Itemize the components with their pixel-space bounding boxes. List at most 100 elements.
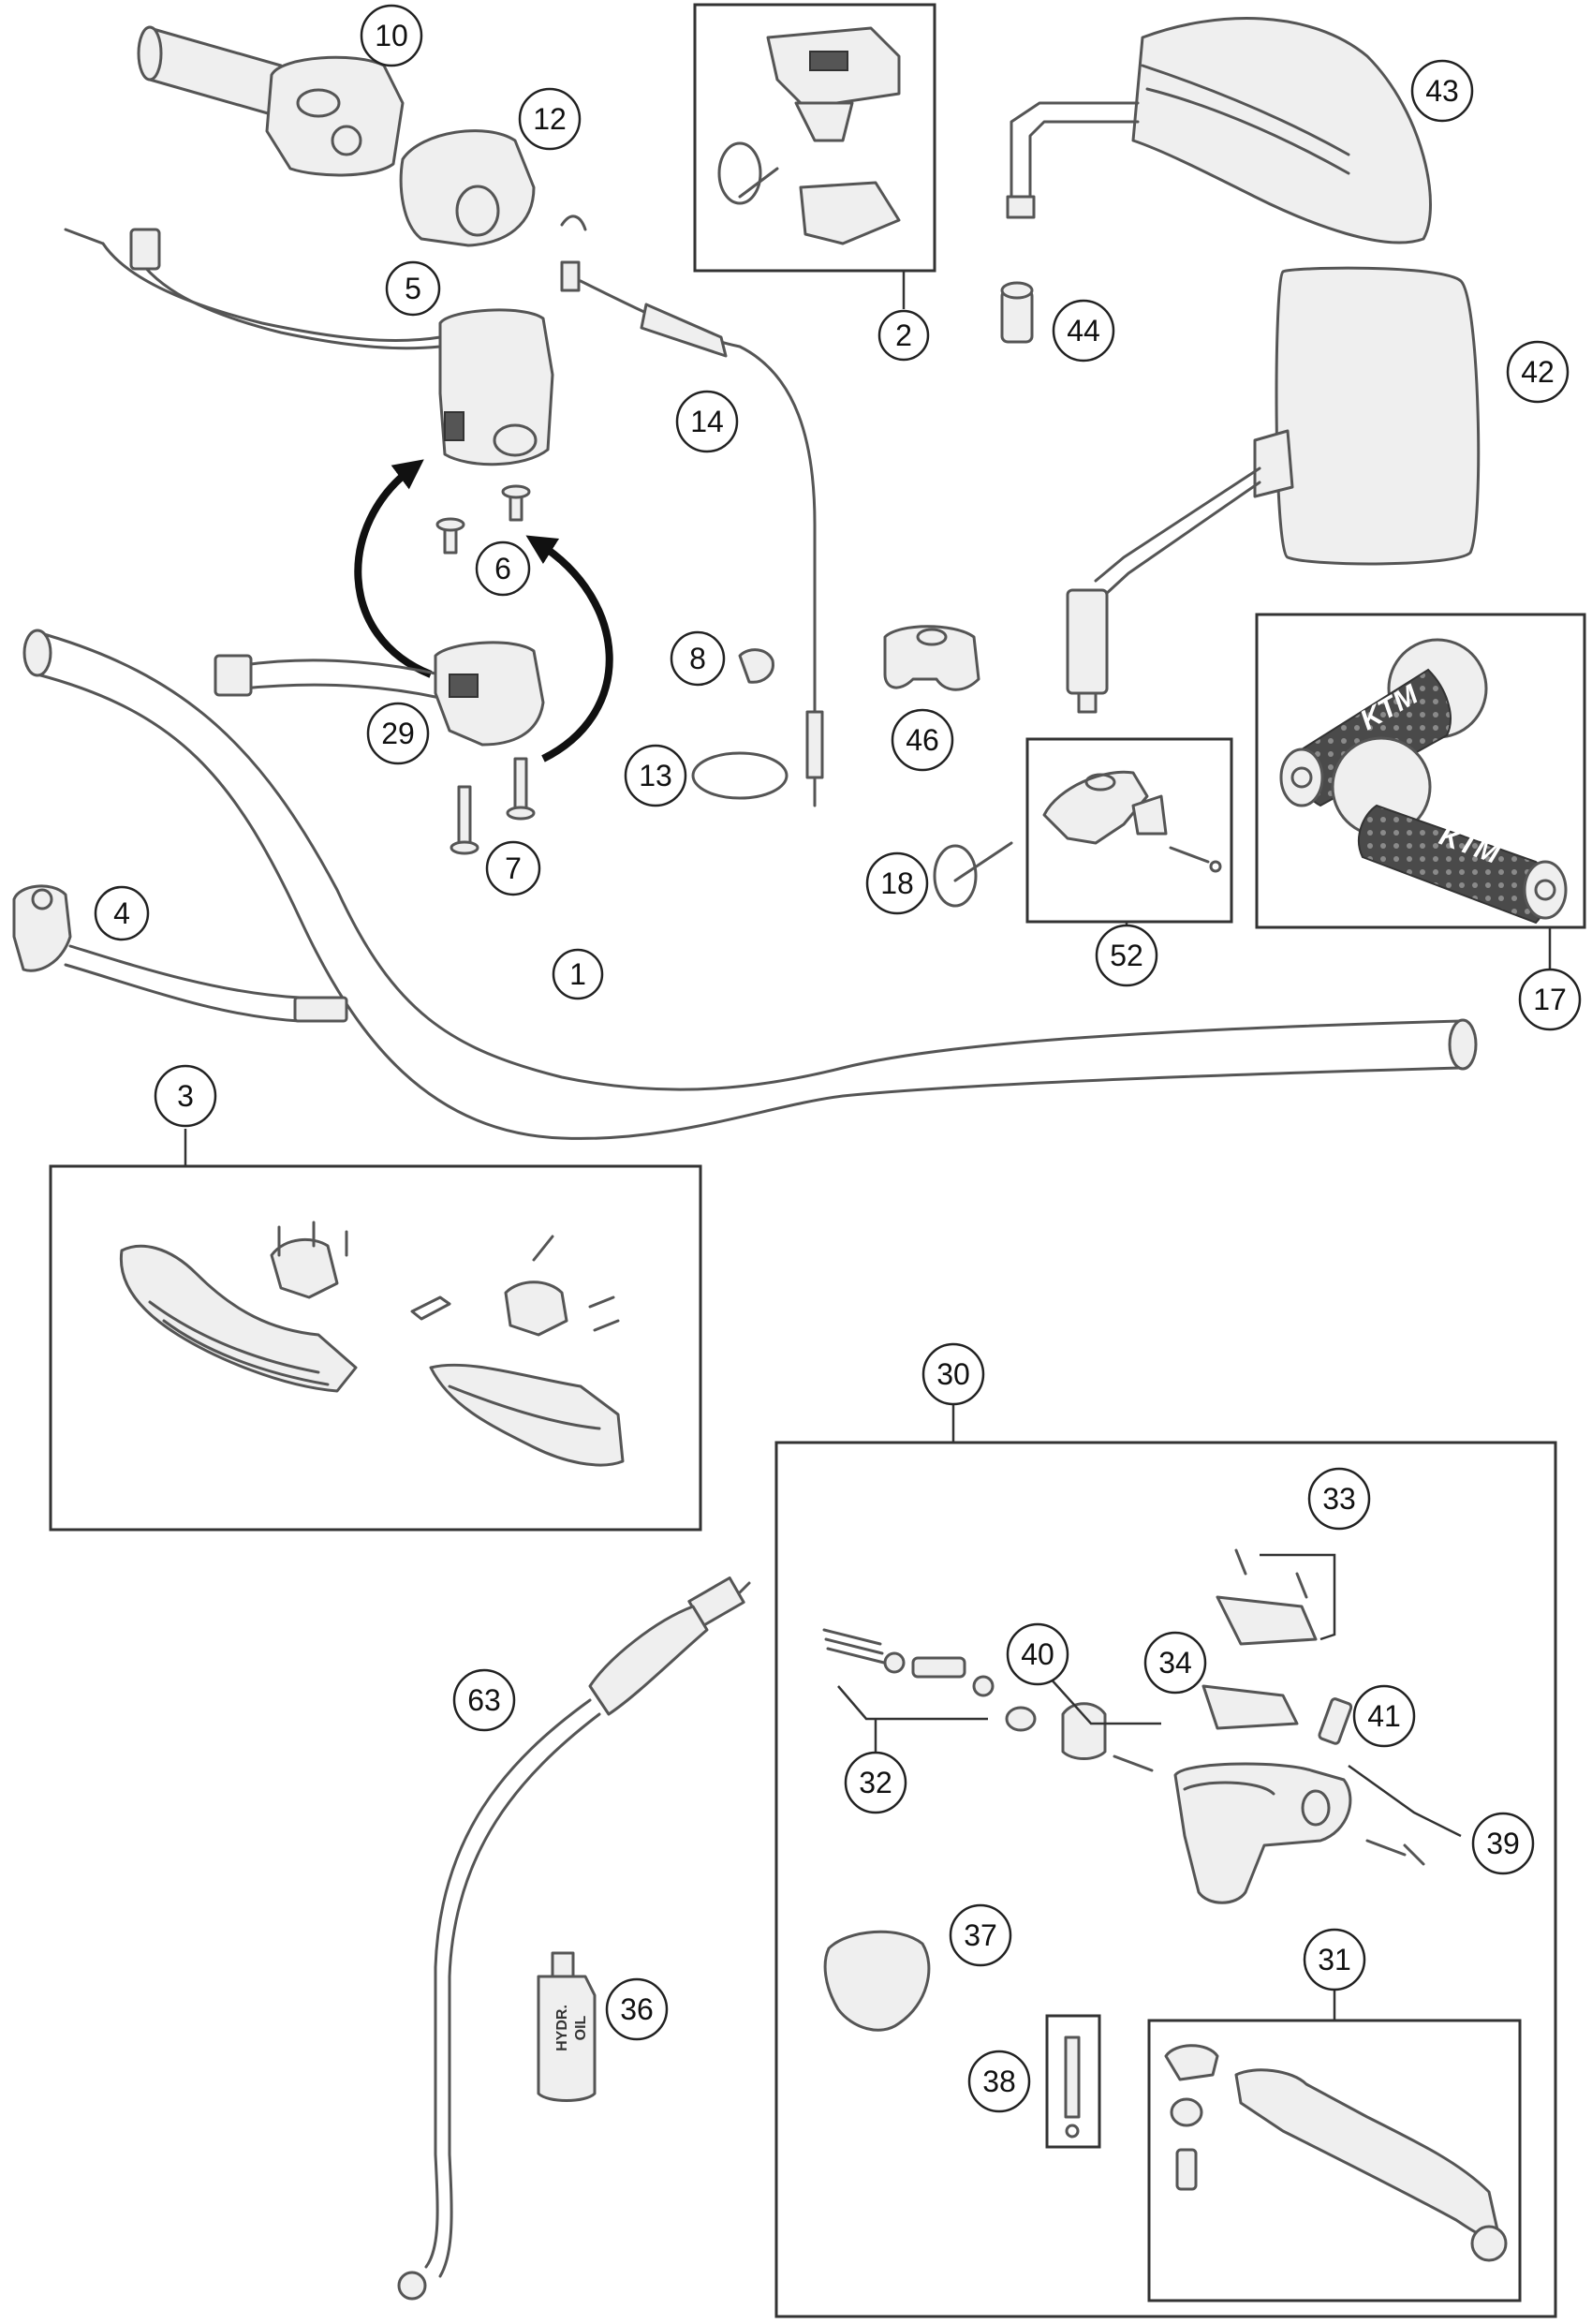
master-cylinder-box-30 — [774, 1405, 1557, 2318]
mirror-large — [1006, 17, 1432, 244]
piston-kit — [822, 1628, 1037, 1752]
callout-1-label: 1 — [569, 957, 586, 991]
callout-7-label: 7 — [505, 851, 522, 885]
screws-lower — [450, 757, 536, 855]
callout-3: 3 — [154, 1064, 217, 1128]
throttle-assembly — [137, 25, 405, 177]
screws-upper — [435, 484, 531, 555]
callout-5: 5 — [385, 260, 441, 317]
clutch-switch — [12, 884, 348, 1023]
callout-36-label: 36 — [620, 1992, 654, 2026]
callout-10-label: 10 — [375, 19, 408, 52]
callout-40: 40 — [1006, 1622, 1069, 1686]
callout-10: 10 — [360, 4, 423, 67]
callout-31-label: 31 — [1318, 1943, 1351, 1976]
boot-pin — [1048, 1676, 1161, 1772]
kit-box-2 — [693, 3, 936, 309]
callout-14: 14 — [675, 390, 739, 453]
grip-lower — [1331, 736, 1568, 925]
clamp-box-52 — [1025, 737, 1233, 946]
callout-63-label: 63 — [467, 1683, 501, 1717]
handlebar — [22, 629, 1478, 1140]
grips-box-17: KTM KTM — [1255, 613, 1586, 974]
callout-4-label: 4 — [113, 896, 130, 930]
callout-39: 39 — [1471, 1812, 1535, 1875]
callout-29-label: 29 — [381, 717, 415, 750]
callout-36: 36 — [605, 1977, 669, 2041]
callout-5-label: 5 — [405, 272, 421, 305]
mirror-adapter — [1000, 281, 1034, 344]
callout-12: 12 — [518, 87, 582, 151]
callout-43: 43 — [1410, 59, 1474, 123]
master-cylinder-body — [1173, 1762, 1352, 1904]
callout-6-label: 6 — [494, 552, 511, 585]
callout-41-label: 41 — [1367, 1699, 1401, 1733]
callout-30: 30 — [921, 1342, 985, 1406]
callout-33: 33 — [1307, 1467, 1371, 1531]
callout-29: 29 — [366, 702, 430, 765]
callout-39-label: 39 — [1486, 1827, 1520, 1860]
callout-18-label: 18 — [880, 866, 914, 900]
o-ring — [691, 751, 789, 800]
callout-1: 1 — [552, 948, 604, 1000]
handguards-box-3 — [49, 1129, 702, 1532]
bottle-label-line2: OIL — [573, 2015, 589, 2040]
callout-40-label: 40 — [1021, 1637, 1054, 1671]
mirror-rect — [1066, 266, 1481, 714]
brake-hose — [397, 1576, 751, 2301]
callout-18: 18 — [865, 851, 929, 915]
lever-pin — [1348, 1764, 1462, 1866]
callout-42-label: 42 — [1521, 355, 1555, 389]
callout-63: 63 — [452, 1668, 516, 1732]
callout-31: 31 — [1303, 1928, 1366, 1991]
callout-13-label: 13 — [639, 759, 672, 792]
callout-2-label: 2 — [895, 318, 912, 352]
callout-52-label: 52 — [1110, 939, 1143, 972]
callout-44-label: 44 — [1067, 314, 1100, 348]
callout-41: 41 — [1352, 1684, 1416, 1748]
callout-34: 34 — [1143, 1631, 1207, 1695]
callout-37-label: 37 — [964, 1918, 997, 1952]
callout-13: 13 — [624, 744, 687, 807]
cable-clip — [738, 648, 774, 684]
callout-7: 7 — [485, 840, 541, 896]
sleeve — [1318, 1697, 1353, 1745]
callout-32: 32 — [844, 1751, 907, 1814]
hydraulic-oil-bottle: HYDR. OIL — [537, 1951, 597, 2102]
assembly-arrows — [354, 459, 613, 762]
callout-38: 38 — [967, 2050, 1031, 2113]
callout-6: 6 — [475, 540, 531, 597]
callout-30-label: 30 — [936, 1357, 970, 1391]
callout-37: 37 — [949, 1903, 1012, 1967]
callout-33-label: 33 — [1322, 1482, 1356, 1516]
throttle-cable — [560, 215, 824, 807]
callout-46-label: 46 — [906, 723, 939, 757]
switch-lower — [214, 641, 545, 747]
callout-44: 44 — [1052, 299, 1115, 363]
callout-3-label: 3 — [177, 1079, 194, 1113]
callout-8-label: 8 — [689, 642, 706, 675]
lever-box-31 — [1147, 1991, 1522, 2302]
callout-42: 42 — [1506, 340, 1570, 404]
callout-32-label: 32 — [859, 1766, 892, 1799]
cable-tie — [933, 841, 1013, 908]
bottle-label-line1: HYDR. — [554, 2005, 570, 2051]
callout-46: 46 — [891, 708, 954, 772]
callout-52: 52 — [1095, 924, 1158, 987]
throttle-cover — [399, 129, 536, 247]
callout-4: 4 — [94, 885, 150, 941]
callout-43-label: 43 — [1425, 74, 1459, 108]
callout-2: 2 — [877, 309, 930, 362]
callout-34-label: 34 — [1158, 1646, 1192, 1680]
callout-17: 17 — [1518, 968, 1582, 1031]
switch-unit — [64, 228, 554, 466]
callout-14-label: 14 — [690, 405, 724, 438]
bolt-box — [1045, 2014, 1101, 2149]
callout-17-label: 17 — [1533, 983, 1567, 1016]
callout-12-label: 12 — [533, 102, 567, 136]
callout-38-label: 38 — [982, 2065, 1016, 2098]
reservoir-cover — [1216, 1548, 1336, 1646]
callout-8: 8 — [670, 630, 726, 687]
diaphragm — [1201, 1684, 1299, 1730]
